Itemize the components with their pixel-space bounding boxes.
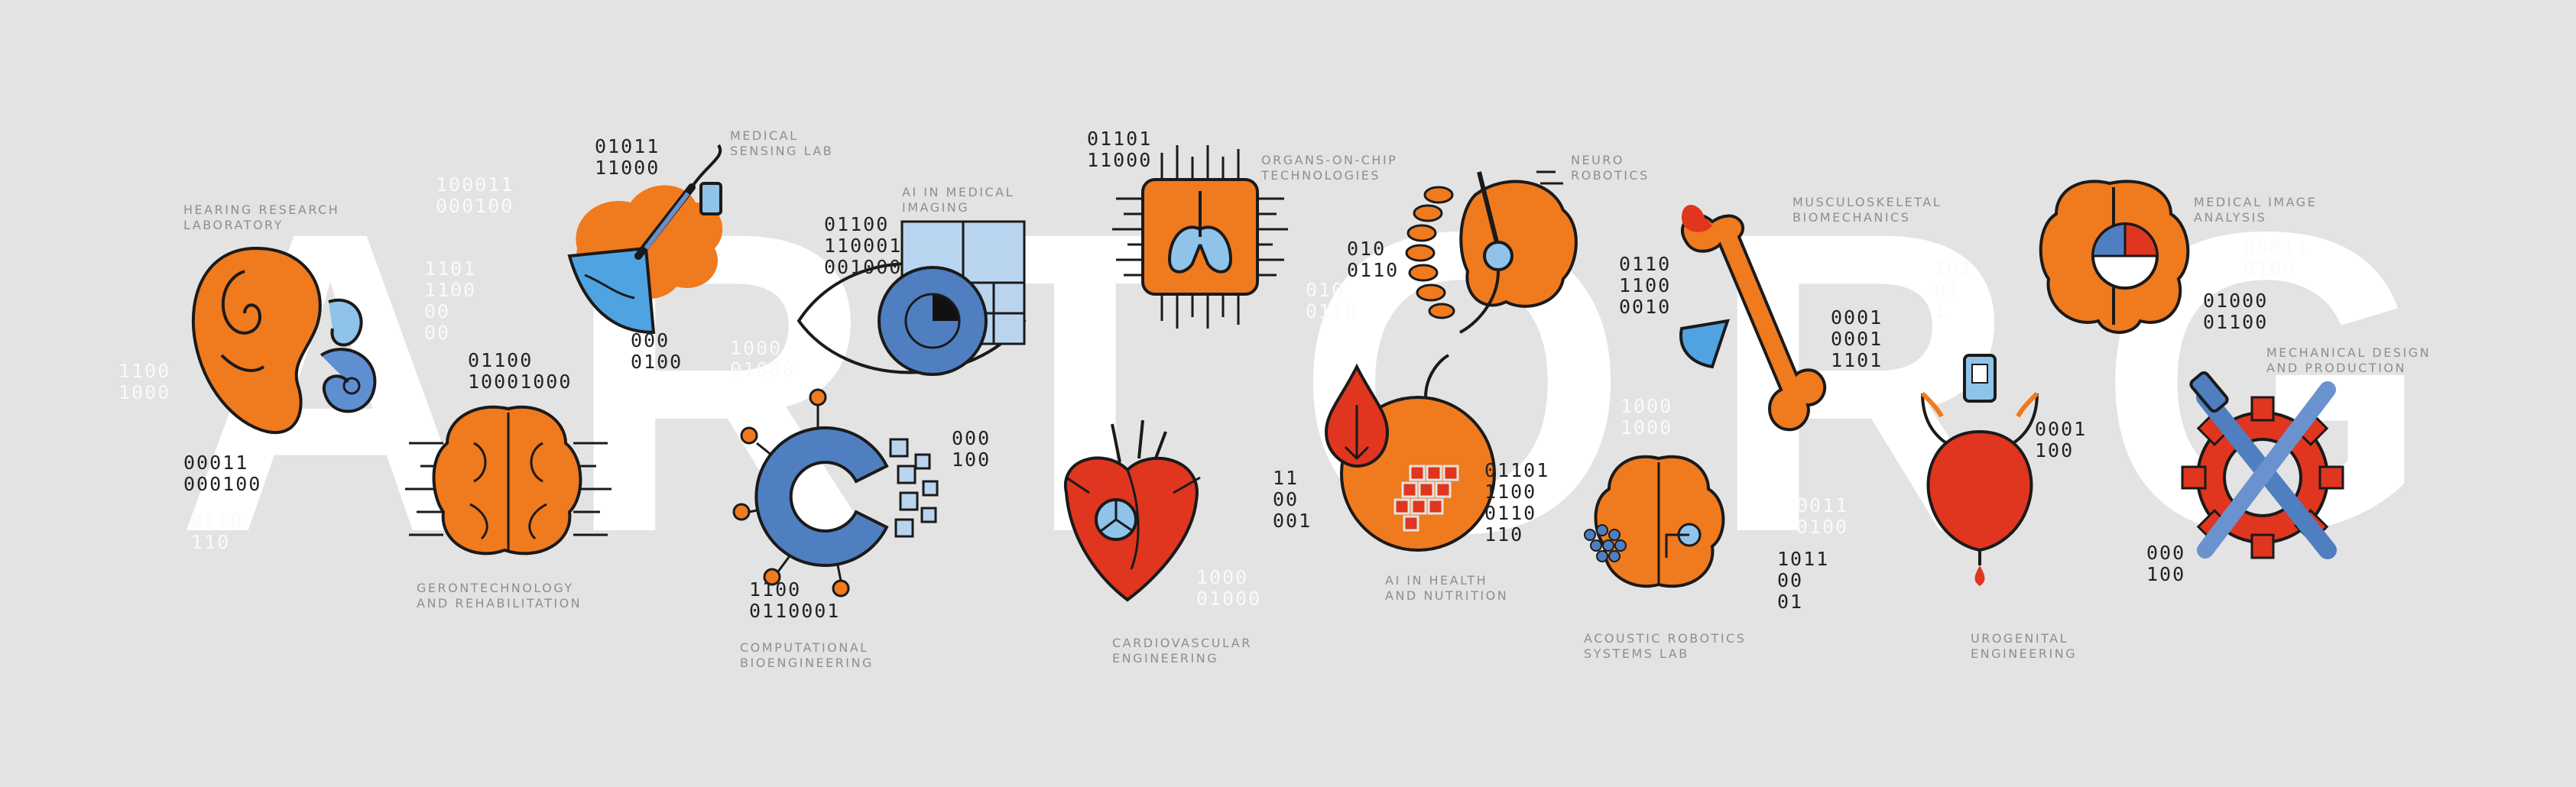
binary-code: 1101 1100 00 00 (424, 257, 477, 344)
binary-code: 000 100 (2146, 542, 2186, 585)
lab-label-hearing-research: HEARING RESEARCH LABORATORY (183, 202, 340, 232)
binary-code: 01101 1100 0110 110 (1484, 459, 1550, 546)
binary-code: 1000 01000 (730, 337, 796, 381)
lab-label-acoustic-robotics: ACOUSTIC ROBOTICS SYSTEMS LAB (1584, 631, 1747, 661)
brain-circuit-icon (405, 405, 612, 555)
lab-label-urogenital: UROGENITAL ENGINEERING (1971, 631, 2078, 661)
binary-code: 01100 110001 001000 (824, 213, 903, 278)
sensor-brain-icon (567, 144, 723, 335)
c-gear-icon (732, 388, 939, 598)
binary-code: 0001 0001 1101 (1831, 306, 1883, 371)
binary-code: 101 01 1 (1934, 257, 1974, 322)
brain-chart-icon (2039, 180, 2190, 334)
binary-code: 1011 00 01 (1777, 548, 1830, 613)
binary-code: 0001 100 (2035, 418, 2088, 462)
binary-code: 01011 11000 (595, 135, 660, 179)
binary-code: 00011 0100 (2243, 236, 2309, 280)
binary-code: 01000 01100 (2203, 290, 2269, 333)
lab-label-ai-health-nutrition: AI IN HEALTH AND NUTRITION (1385, 573, 1509, 603)
lab-label-neuro-robotics: NEURO ROBOTICS (1571, 153, 1650, 183)
lab-label-mechanical-design: MECHANICAL DESIGN AND PRODUCTION (2266, 345, 2432, 375)
chip-lungs-icon (1112, 145, 1288, 329)
lab-label-gerontechnology: GERONTECHNOLOGY AND REHABILITATION (417, 581, 582, 610)
binary-code: 1000 01000 (1196, 566, 1262, 610)
binary-code: 0110 110 (191, 510, 244, 553)
binary-code: 000 100 (952, 427, 991, 471)
binary-code: 11 00 001 (1273, 467, 1312, 532)
heart-icon (1063, 419, 1201, 602)
lab-label-cardiovascular: CARDIOVASCULAR ENGINEERING (1112, 636, 1252, 666)
lab-label-medical-sensing: MEDICAL SENSING LAB (730, 128, 834, 158)
eye-icon (796, 220, 1027, 376)
apple-icon (1324, 354, 1496, 552)
binary-code: 010 0110 (1306, 279, 1358, 322)
binary-code: 01101 11000 (1087, 128, 1153, 171)
binary-code: 010 0110 (1347, 238, 1400, 281)
lab-label-computational-bioengineering: COMPUTATIONAL BIOENGINEERING (740, 640, 874, 670)
lab-label-medical-image-analysis: MEDICAL IMAGE ANALYSIS (2194, 195, 2318, 225)
binary-code: 1000 1000 (1621, 395, 1673, 439)
lab-label-organs-on-chip: ORGANS-ON-CHIP TECHNOLOGIES (1261, 153, 1398, 183)
bone-icon (1679, 205, 1827, 432)
binary-code: 0011 0100 (1796, 494, 1849, 538)
lab-label-ai-medical-imaging: AI IN MEDICAL IMAGING (902, 185, 1015, 215)
brain-waves-icon (1584, 455, 1725, 588)
ear-icon (191, 246, 377, 435)
binary-code: 01100 10001000 (468, 349, 573, 393)
binary-code: 1100 1000 (118, 360, 171, 403)
binary-code: 00011 000100 (183, 452, 262, 495)
binary-code: 100011 000100 (436, 173, 514, 217)
spine-brain-icon (1405, 170, 1578, 334)
gear-tools-icon (2181, 371, 2344, 559)
bladder-icon (1920, 354, 2039, 586)
lab-label-musculoskeletal: MUSCULOSKELETAL BIOMECHANICS (1792, 195, 1942, 225)
binary-code: 0110 1100 0010 (1619, 253, 1672, 318)
binary-code: 000 0100 (631, 329, 683, 373)
binary-code: 1100 0110001 (749, 578, 841, 622)
